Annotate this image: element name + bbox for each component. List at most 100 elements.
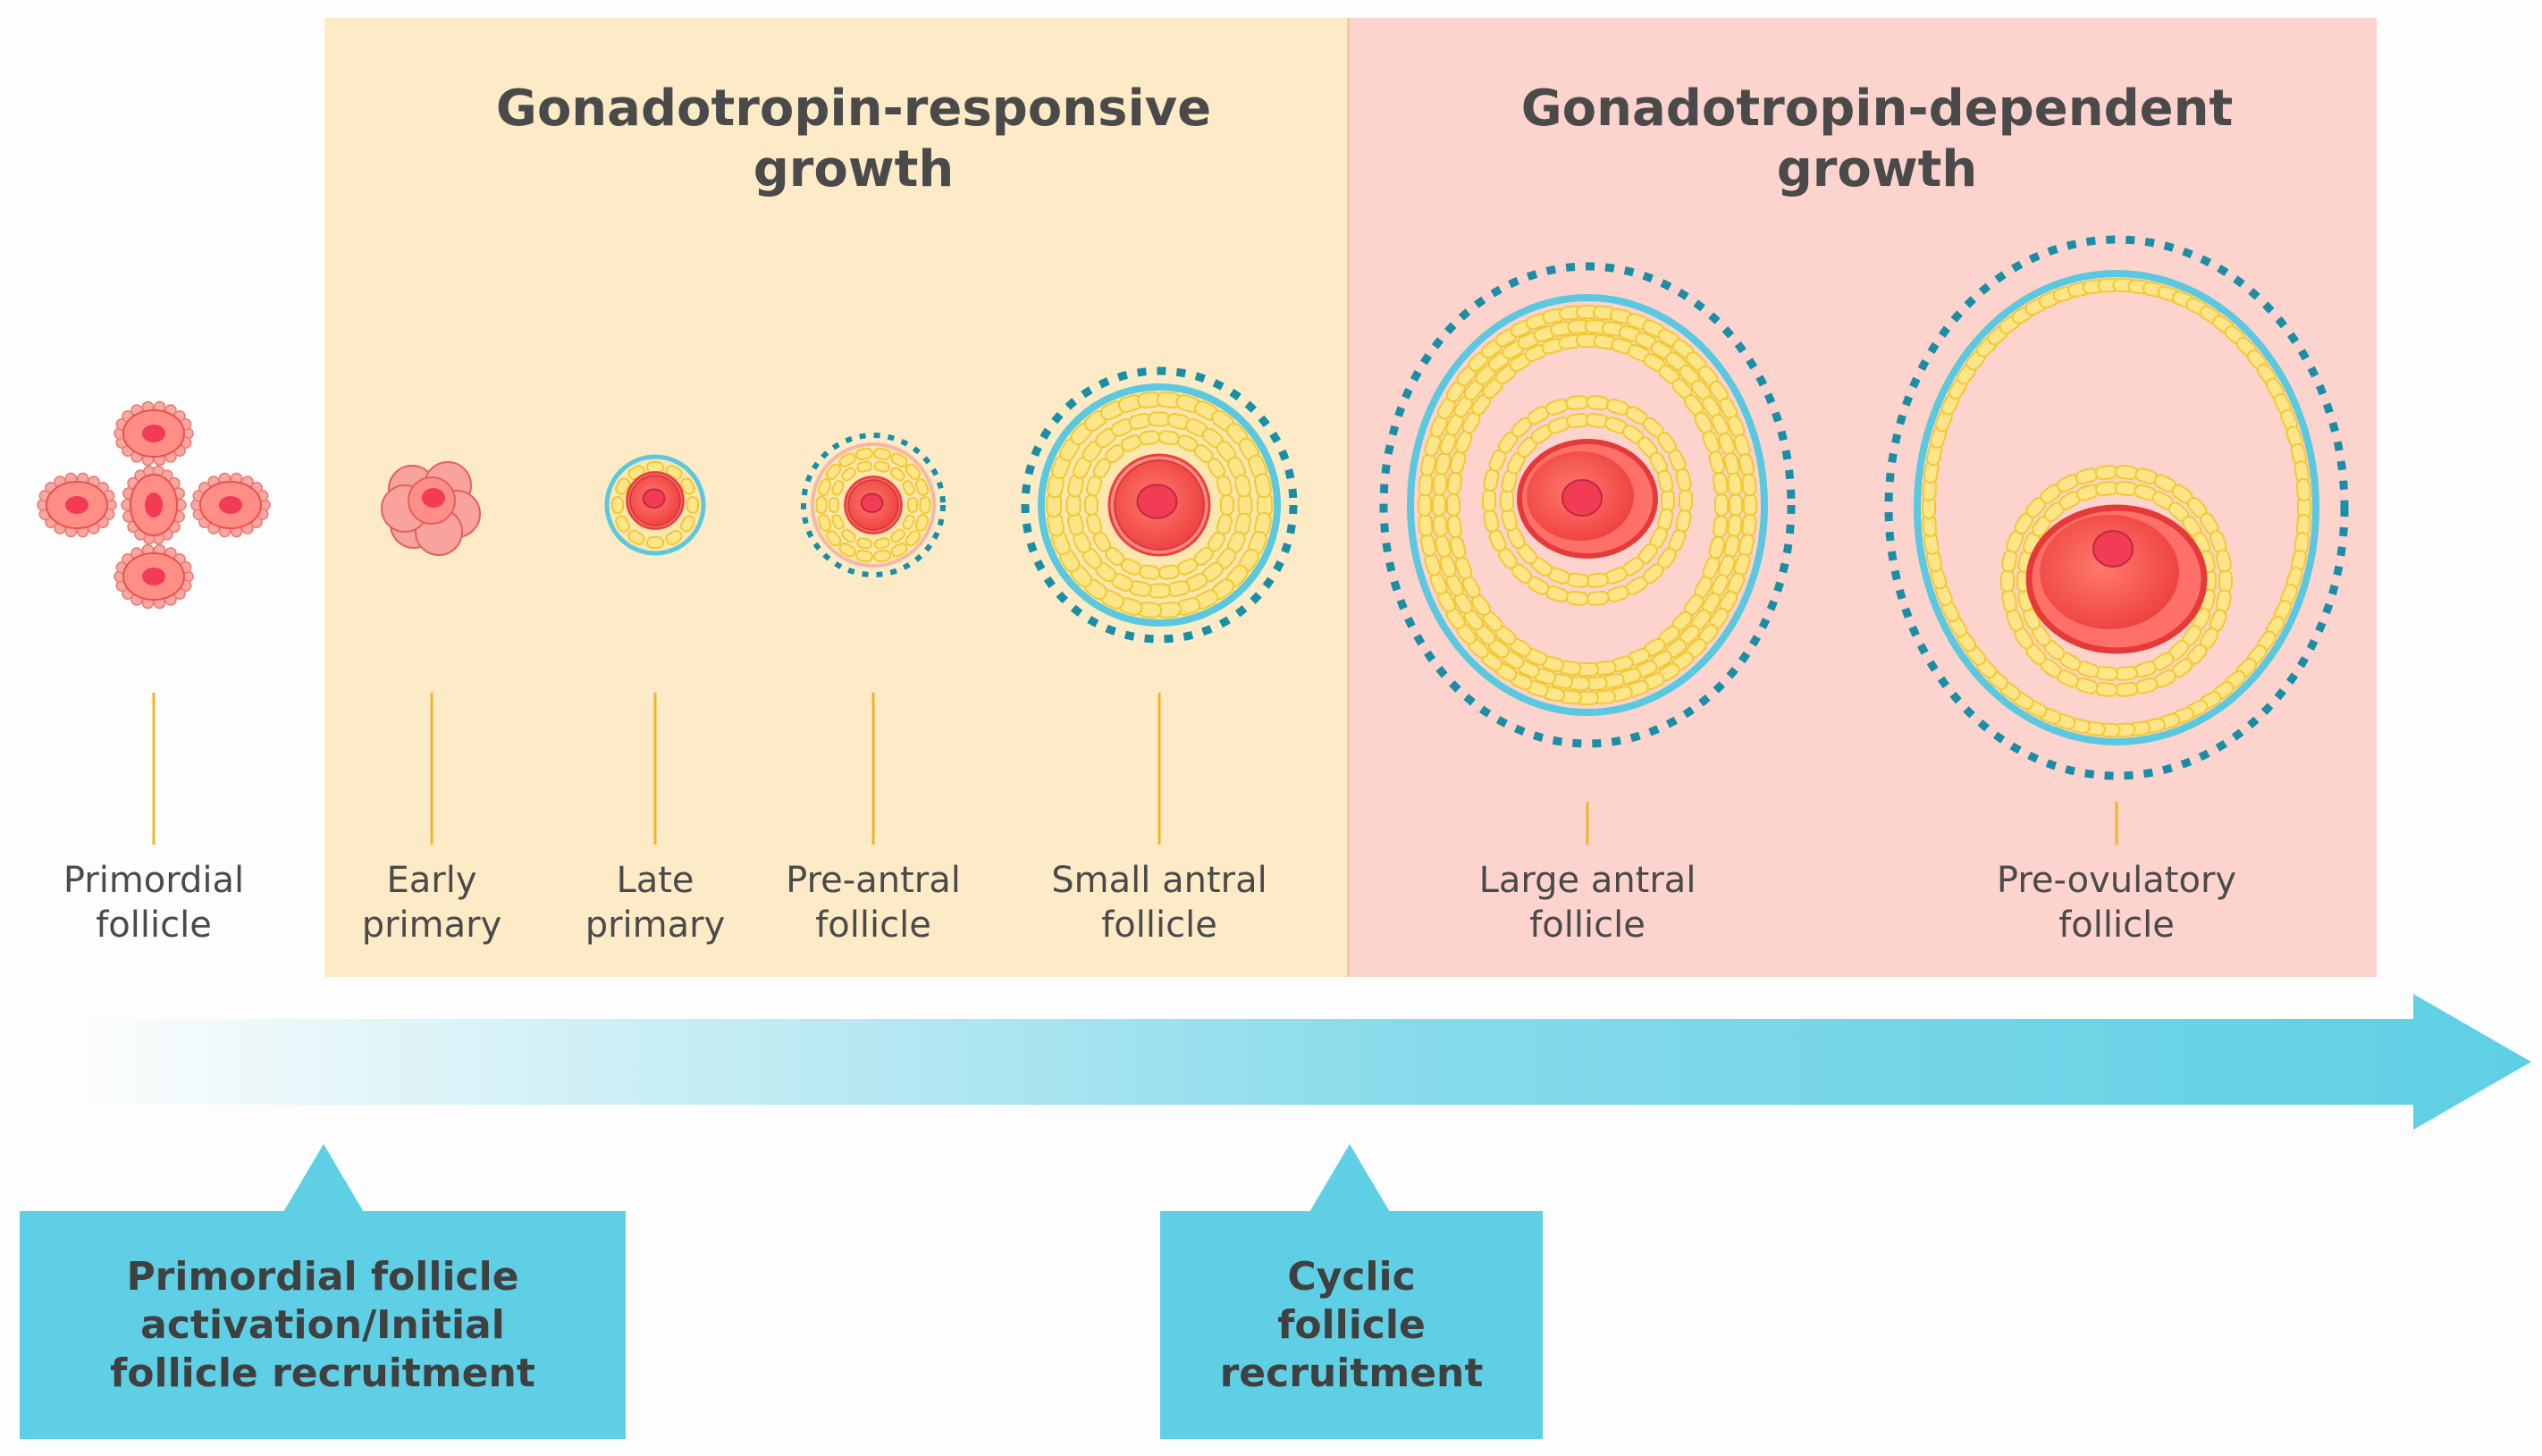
large-antral-granulosa-cell	[1446, 493, 1460, 517]
primordial-follicles	[37, 400, 271, 610]
pre-ovulatory-cumulus-cell	[2095, 665, 2119, 681]
late-primary-granulosa-cell	[615, 477, 631, 495]
small-antral-granulosa-cell	[1139, 430, 1161, 446]
tick-pre-antral	[871, 693, 875, 845]
small-antral-granulosa-cell	[1148, 583, 1171, 599]
small-antral-granulosa-cell	[1220, 494, 1234, 516]
pre-antral-granulosa-cell	[902, 514, 915, 530]
late-primary-granulosa-cell	[646, 536, 664, 549]
tick-primordial	[152, 693, 156, 845]
pre-antral-granulosa-cell	[873, 550, 892, 563]
primordial-nucleus	[142, 425, 165, 442]
large-antral-granulosa-cell	[1418, 493, 1432, 517]
tick-small-antral	[1157, 693, 1161, 845]
tick-early-primary	[430, 693, 433, 845]
pre-ovulatory-cumulus-cell	[2115, 682, 2139, 697]
pre-antral-granulosa-cell	[873, 447, 892, 460]
large-antral-cumulus-cell	[1482, 489, 1496, 512]
pre-ovulatory-follicle	[1884, 235, 2349, 780]
pre-ovulatory-nucleus	[2092, 530, 2134, 568]
small-antral-granulosa-cell	[1234, 474, 1252, 498]
label-primordial-follicle: Primordial follicle	[63, 860, 245, 946]
dependent-heading: Gonadotropin-dependent growth	[1520, 80, 2234, 198]
large-antral-granulosa-cell	[1743, 493, 1757, 517]
tick-pre-ovulatory	[2115, 802, 2118, 845]
large-antral-cumulus-cell	[1675, 468, 1692, 492]
large-antral-granulosa-cell	[1713, 515, 1729, 538]
primordial-nucleus	[219, 496, 242, 514]
pre-antral-granulosa-cell	[890, 452, 908, 468]
pre-ovulatory-cumulus-cell	[2094, 465, 2118, 480]
small-antral-granulosa-cell	[1084, 494, 1098, 516]
early-primary-nucleus	[422, 488, 445, 508]
label-pre-ovulatory-follicle: Pre-ovulatory follicle	[1996, 860, 2237, 946]
large-antral-granulosa-cell	[1432, 514, 1448, 538]
pre-ovulatory-cumulus-cell	[2000, 569, 2015, 593]
pre-antral-granulosa-cell	[841, 528, 856, 543]
pre-antral-granulosa-cell	[817, 514, 832, 532]
primordial-nucleus	[142, 568, 165, 585]
pre-antral-granulosa-cell	[907, 497, 918, 513]
pre-ovulatory-theca	[1884, 235, 2349, 780]
large-antral-granulosa-cell	[1713, 472, 1729, 495]
large-antral-granulosa-cell	[1432, 493, 1446, 517]
pre-ovulatory-cumulus-cell	[2115, 465, 2139, 480]
pre-antral-oocyte-nucleus	[860, 492, 884, 513]
large-antral-cumulus-cell	[1500, 489, 1514, 512]
large-antral-granulosa-cell	[1741, 473, 1757, 497]
large-antral-cumulus-cell	[1657, 469, 1674, 493]
pre-antral-granulosa-cell	[873, 537, 890, 550]
tick-late-primary	[653, 693, 657, 845]
pre-antral-granulosa-cell	[856, 537, 873, 550]
label-early-primary: Early primary	[361, 860, 502, 946]
late-primary-granulosa-cell	[679, 515, 695, 533]
pre-antral-follicle	[801, 433, 946, 577]
large-antral-follicle	[1379, 262, 1796, 748]
late-primary-granulosa-cell	[627, 529, 645, 545]
pre-antral-granulosa-cell	[854, 447, 873, 460]
large-antral-theca	[1379, 262, 1796, 748]
large-antral-granulosa-cell	[1727, 514, 1743, 538]
pre-antral-granulosa-cell	[854, 550, 873, 563]
small-antral-oocyte-nucleus	[1136, 484, 1178, 519]
large-antral-cumulus-cell	[1586, 395, 1610, 411]
activation-callout: Primordial follicle activation/Initial f…	[20, 1211, 626, 1439]
pre-antral-granulosa-cell	[890, 542, 908, 558]
large-antral-granulosa-cell	[1418, 473, 1434, 497]
small-antral-granulosa-cell	[1254, 473, 1272, 499]
pre-ovulatory-cumulus-cell	[2094, 682, 2118, 697]
pre-antral-granulosa-cell	[856, 460, 873, 473]
pre-antral-granulosa-cell	[890, 528, 905, 543]
large-antral-granulosa-cell	[1741, 513, 1757, 537]
late-primary-granulosa-cell	[615, 515, 631, 533]
small-antral-granulosa-cell	[1157, 430, 1180, 446]
small-antral-granulosa-cell	[1216, 475, 1233, 497]
pre-antral-granulosa-cell	[905, 530, 922, 547]
late-primary-granulosa-cell	[611, 496, 624, 514]
early-primary-follicle	[381, 461, 481, 556]
pre-antral-granulosa-cell	[914, 514, 930, 532]
pre-antral-granulosa-cell	[902, 480, 915, 496]
pre-antral-granulosa-cell	[825, 463, 842, 480]
pre-ovulatory-granulosa-cell	[2295, 477, 2311, 501]
pre-antral-granulosa-cell	[831, 480, 845, 496]
large-antral-granulosa-cell	[1714, 493, 1729, 517]
large-antral-granulosa-cell	[1418, 513, 1434, 537]
late-primary-oocyte-nucleus	[642, 488, 666, 509]
small-antral-granulosa-cell	[1139, 564, 1161, 580]
label-small-antral-follicle: Small antral follicle	[1051, 860, 1267, 946]
small-antral-granulosa-cell	[1157, 564, 1180, 580]
pre-ovulatory-cumulus-cell	[2114, 481, 2138, 497]
pre-antral-granulosa-cell	[890, 467, 905, 482]
late-primary-granulosa-cell	[665, 529, 683, 545]
cyclic-callout-pointer	[1309, 1144, 1390, 1212]
large-antral-granulosa-cell	[1727, 472, 1743, 496]
label-pre-antral-follicle: Pre-antral follicle	[786, 860, 961, 946]
pre-antral-granulosa-cell	[817, 478, 832, 496]
pre-antral-granulosa-cell	[905, 463, 922, 480]
large-antral-granulosa-cell	[1446, 472, 1462, 495]
small-antral-follicle	[1021, 366, 1298, 644]
pre-antral-granulosa-cell	[838, 542, 856, 558]
large-antral-nucleus	[1561, 479, 1603, 517]
phase-divider	[1347, 18, 1350, 977]
